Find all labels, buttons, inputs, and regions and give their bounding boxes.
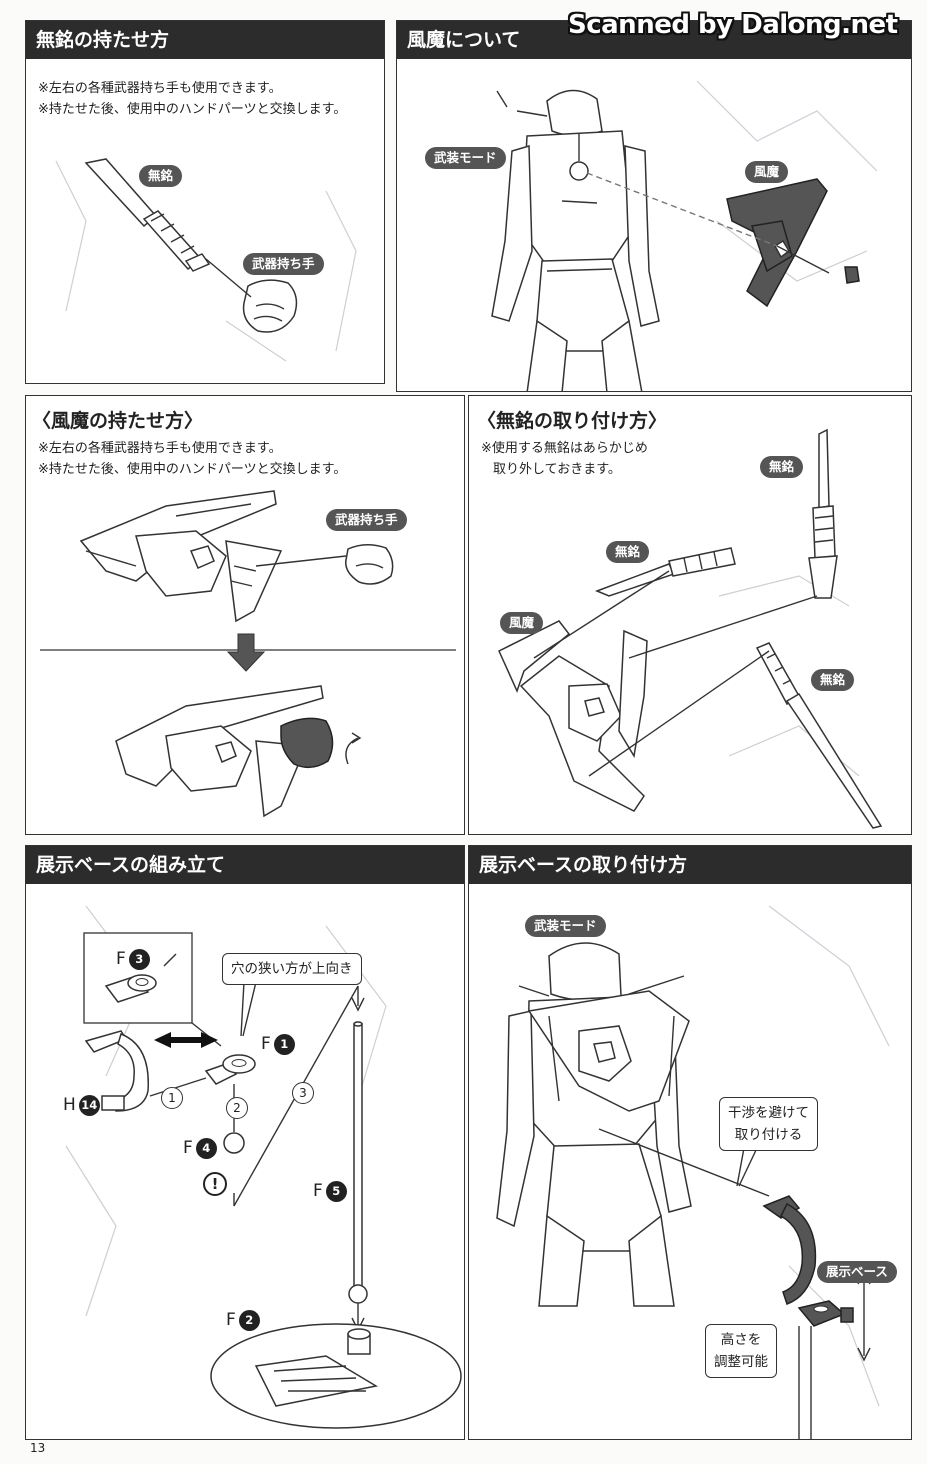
note-line-1: ※使用する無銘はあらかじめ (481, 441, 648, 456)
mumei-attach-illustration (498, 428, 883, 829)
panel-fuma-holding: 〈風魔の持たせ方〉 ※左右の各種武器持ち手も使用できます。 ※持たせた後、使用中… (25, 395, 465, 835)
mumei-hand-illustration (55, 158, 357, 362)
fuma-weapon-icon (498, 620, 648, 812)
note-narrow-hole-up: 穴の狭い方が上向き (222, 953, 362, 985)
note-line-2: ※持たせた後、使用中のハンドパーツと交換します。 (38, 102, 347, 117)
step-1-marker: 1 (161, 1087, 183, 1109)
mumei-knife-icon (808, 428, 838, 599)
part-f2-badge: 2 (238, 1309, 260, 1331)
label-mumei-middle: 無銘 (606, 541, 650, 563)
base-attach-illustration (496, 905, 890, 1439)
label-mumei-right: 無銘 (811, 669, 855, 691)
label-weapon-hand: 武器持ち手 (326, 509, 407, 531)
label-mumei-top: 無銘 (760, 456, 804, 478)
panel-mumei-attach: 〈無銘の取り付け方〉 ※使用する無銘はあらかじめ 取り外しておきます。 (468, 395, 912, 835)
part-h14-icon (84, 1030, 150, 1112)
step-2-marker: 2 (226, 1097, 248, 1119)
panel-title: 風魔について (397, 21, 911, 59)
part-f3-badge: 3 (128, 948, 150, 970)
fuma-hand-illustration (40, 490, 456, 818)
panel-title: 無銘の持たせ方 (26, 21, 384, 59)
fuma-with-hand-icon (115, 685, 362, 818)
panel-title: 展示ベースの組み立て (26, 846, 464, 884)
fuma-weapon-icon (79, 490, 283, 623)
fuma-on-back-icon (527, 990, 690, 1112)
weapon-hand-icon (345, 544, 394, 585)
part-h14-badge: 14 (78, 1094, 100, 1116)
fuma-figure-illustration (491, 80, 878, 391)
panel-base-assembly: 展示ベースの組み立て (25, 845, 465, 1440)
warning-icon: ! (203, 1172, 227, 1196)
panel-about-fuma: 風魔について 武装モード 風魔 (396, 20, 912, 392)
note-line-1: ※左右の各種武器持ち手も使用できます。 (38, 81, 282, 96)
part-f5-badge: 5 (325, 1180, 347, 1202)
note-avoid-interference: 干渉を避けて 取り付ける (719, 1097, 818, 1151)
part-f1-icon (204, 1054, 256, 1085)
base-assembly-illustration (65, 905, 462, 1429)
label-mumei: 無銘 (139, 165, 183, 187)
note-line-1: ※左右の各種武器持ち手も使用できます。 (38, 441, 282, 456)
step-3-marker: 3 (292, 1082, 314, 1104)
page-number: 13 (30, 1441, 46, 1455)
panel-mumei-holding: 無銘の持たせ方 ※左右の各種武器持ち手も使用できます。 ※持たせた後、使用中のハ… (25, 20, 385, 384)
mumei-knife-icon (594, 547, 736, 597)
panel-title: 〈風魔の持たせ方〉 (32, 410, 204, 432)
note-line-2: 取り外しておきます。 (493, 462, 621, 477)
mumei-knife-icon (755, 642, 883, 829)
part-f4-badge: 4 (195, 1137, 217, 1159)
panel-base-attach: 展示ベースの取り付け方 (468, 845, 912, 1440)
part-f3-icon (104, 974, 157, 1003)
figure-back-icon (496, 942, 692, 1307)
label-display-base: 展示ベース (817, 1261, 897, 1283)
note-height-adjustable: 高さを 調整可能 (705, 1324, 777, 1378)
label-fuma: 風魔 (500, 612, 544, 634)
watermark: Scanned by Dalong.net (568, 10, 898, 40)
fuma-weapon-icon (726, 178, 860, 308)
display-base-icon (762, 1195, 854, 1439)
part-f2-base-icon (210, 1323, 462, 1429)
figure-back-icon (491, 89, 660, 391)
label-fuma: 風魔 (745, 161, 789, 183)
label-weapon-hand: 武器持ち手 (243, 253, 324, 275)
panel-title: 〈無銘の取り付け方〉 (477, 410, 668, 432)
mumei-knife-icon (84, 158, 211, 272)
label-armed-mode: 武装モード (425, 147, 506, 169)
panel-title: 展示ベースの取り付け方 (469, 846, 911, 884)
label-armed-mode: 武装モード (525, 915, 606, 937)
part-f1-badge: 1 (273, 1033, 295, 1055)
weapon-hand-icon (242, 279, 298, 333)
note-line-2: ※持たせた後、使用中のハンドパーツと交換します。 (38, 462, 347, 477)
